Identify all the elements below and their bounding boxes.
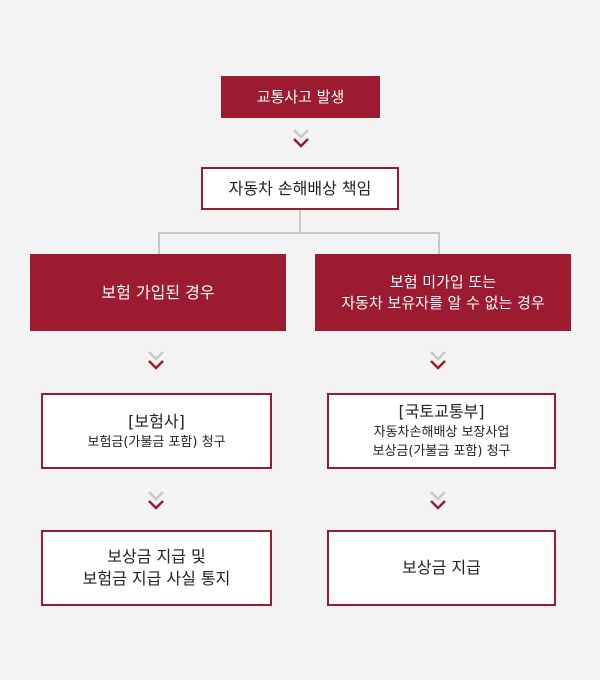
chevron-down-icon <box>430 491 446 510</box>
uninsured-case-line1: 보험 미가입 또는 <box>389 272 497 291</box>
uninsured-result-label: 보상금 지급 <box>402 558 481 577</box>
uninsured-case-box: 보험 미가입 또는 자동차 보유자를 알 수 없는 경우 <box>315 254 571 331</box>
chevron-down-icon <box>293 129 309 148</box>
connector-right-drop <box>438 232 440 254</box>
chevron-down-icon <box>148 491 164 510</box>
insured-case-label: 보험 가입된 경우 <box>101 282 215 302</box>
insured-result-line2: 보험금 지급 사실 통지 <box>82 569 231 588</box>
insurer-title: [보험사] <box>128 411 185 431</box>
insurer-box: [보험사] 보험금(가불금 포함) 청구 <box>41 393 272 469</box>
ministry-title: [국토교통부] <box>398 402 485 421</box>
connector-horizontal <box>158 232 440 234</box>
liability-label: 자동차 손해배상 책임 <box>228 178 372 198</box>
accident-label: 교통사고 발생 <box>256 87 345 106</box>
ministry-box: [국토교통부] 자동차손해배상 보장사업 보상금(가불금 포함) 청구 <box>327 393 556 469</box>
insurer-desc: 보험금(가불금 포함) 청구 <box>87 434 226 450</box>
connector-vertical-center <box>299 210 301 232</box>
insured-result-line1: 보상금 지급 및 <box>107 547 206 566</box>
uninsured-result-box: 보상금 지급 <box>327 530 556 606</box>
ministry-desc-line1: 자동차손해배상 보장사업 <box>373 425 510 440</box>
uninsured-case-line2: 자동차 보유자를 알 수 없는 경우 <box>341 293 545 312</box>
insured-case-box: 보험 가입된 경우 <box>30 254 286 331</box>
accident-box: 교통사고 발생 <box>221 76 380 118</box>
ministry-desc-line2: 보상금(가불금 포함) 청구 <box>372 444 511 459</box>
chevron-down-icon <box>430 351 446 370</box>
insured-result-box: 보상금 지급 및 보험금 지급 사실 통지 <box>41 530 272 606</box>
liability-box: 자동차 손해배상 책임 <box>201 167 399 210</box>
chevron-down-icon <box>148 351 164 370</box>
connector-left-drop <box>158 232 160 254</box>
